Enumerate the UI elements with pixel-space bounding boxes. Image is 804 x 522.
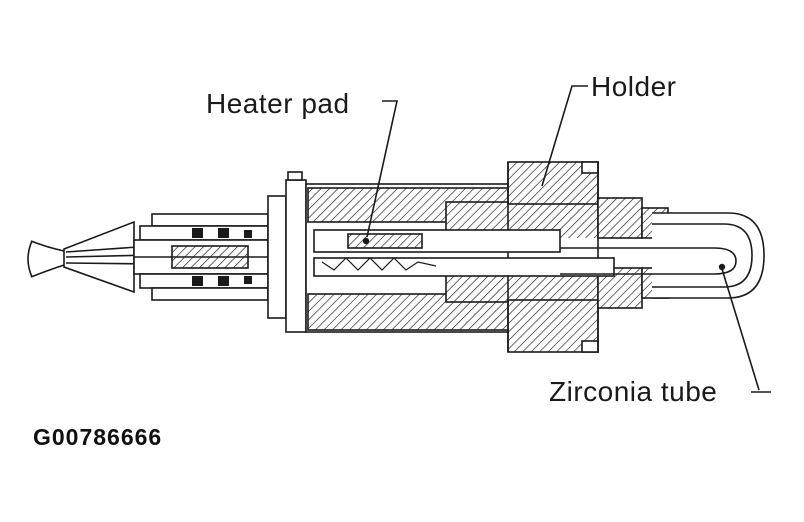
heater-pad-label: Heater pad bbox=[206, 88, 350, 119]
zirconia-leader-line bbox=[721, 268, 760, 391]
connector-stack bbox=[133, 213, 269, 301]
lead-wire bbox=[27, 240, 65, 278]
rear-flange bbox=[267, 171, 307, 333]
heater-rod bbox=[313, 229, 561, 253]
figure-id: G00786666 bbox=[33, 424, 163, 450]
zirconia-dot bbox=[718, 263, 726, 271]
protective-tube bbox=[652, 212, 765, 299]
heater-pad-dot bbox=[362, 237, 370, 245]
heater-pad-leader-line bbox=[366, 100, 398, 238]
electrode-rod bbox=[313, 257, 615, 277]
crimp-cone bbox=[63, 220, 153, 294]
holder-leader-line bbox=[541, 85, 588, 187]
holder-hex bbox=[507, 161, 599, 353]
zirconia-tube-element bbox=[560, 247, 737, 275]
zirconia-tube-label: Zirconia tube bbox=[549, 376, 718, 407]
holder-label: Holder bbox=[591, 71, 677, 102]
